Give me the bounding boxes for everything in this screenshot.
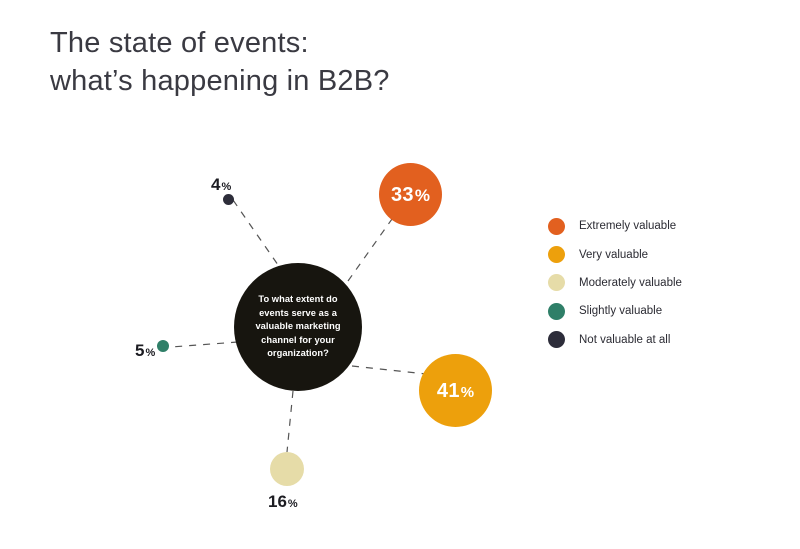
legend-label: Slightly valuable [579,305,663,318]
title-line-2: what’s happening in B2B? [50,65,390,97]
bubble-moderately-valuable[interactable] [270,452,304,486]
connector-line-not-valuable [232,199,286,276]
bubble-extremely-valuable[interactable]: 33% [379,163,442,226]
center-question-bubble: To what extent do events serve as a valu… [234,263,362,391]
bubble-not-valuable-label: 4% [211,175,232,194]
connector-line-extremely [347,218,393,282]
legend-label: Extremely valuable [579,220,677,233]
legend-label: Very valuable [579,248,649,261]
legend-swatch-icon [548,274,565,292]
legend-swatch-icon [548,246,565,264]
legend-item-extremely-valuable[interactable]: Extremely valuable [548,212,682,240]
legend-item-slightly-valuable[interactable]: Slightly valuable [548,297,682,325]
bubble-slightly-label: 5% [135,341,156,360]
bubble-very-value: 41% [436,379,475,402]
bubble-extremely-value: 33% [391,183,430,206]
bubble-moderately-label: 16% [268,492,298,511]
legend-label: Not valuable at all [579,333,671,346]
center-question-text: To what extent do events serve as a valu… [255,294,341,359]
bubble-not-valuable-at-all[interactable] [223,194,234,205]
chart-legend: Extremely valuable Very valuable Moderat… [548,212,682,354]
bubble-slightly-valuable[interactable] [157,340,169,352]
bubble-very-valuable[interactable]: 41% [419,354,492,427]
legend-item-moderately-valuable[interactable]: Moderately valuable [548,269,682,297]
legend-swatch-icon [548,302,565,320]
connector-line-moderately [286,390,294,453]
legend-item-not-valuable-at-all[interactable]: Not valuable at all [548,326,682,354]
connector-line-very [351,365,427,375]
connector-line-slightly [170,341,239,348]
page-title: The state of events: what’s happening in… [50,24,520,100]
title-line-1: The state of events: [50,27,309,59]
legend-item-very-valuable[interactable]: Very valuable [548,240,682,268]
legend-swatch-icon [548,217,565,235]
legend-label: Moderately valuable [579,276,682,289]
legend-swatch-icon [548,331,565,349]
